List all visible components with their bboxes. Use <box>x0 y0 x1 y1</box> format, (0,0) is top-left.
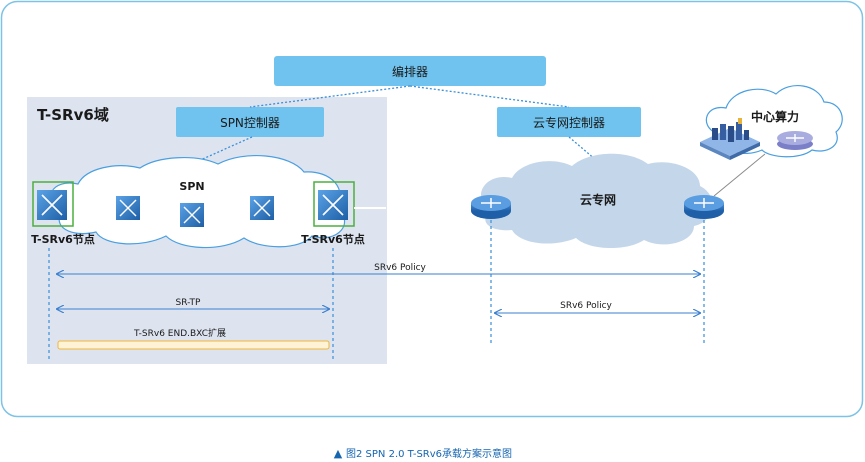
compute-router-icon <box>777 131 813 150</box>
bxc-extension-bar <box>57 340 330 350</box>
srv6-policy-short-label: SRv6 Policy <box>560 301 612 311</box>
spn-switch-icon <box>116 196 140 220</box>
cloud-controller-label: 云专网控制器 <box>533 115 605 130</box>
cloud-left-router-icon[interactable] <box>471 195 511 219</box>
compute-center-label: 中心算力 <box>751 109 799 124</box>
sr-tp-label: SR-TP <box>176 298 202 308</box>
right-node-highlight <box>313 181 355 227</box>
node-drop-lines <box>48 220 705 362</box>
control-links <box>177 85 597 171</box>
spn-controller-box[interactable] <box>176 107 324 137</box>
figure-caption: 图2 SPN 2.0 T-SRv6承载方案示意图 <box>346 447 512 460</box>
left-t-srv6-node-icon[interactable] <box>37 190 67 220</box>
spn-switch-icon <box>180 203 204 227</box>
cloud-controller-box[interactable] <box>497 107 641 137</box>
orchestrator-label: 编排器 <box>392 64 428 79</box>
domain-label: T-SRv6域 <box>37 106 109 124</box>
private-cloud-label: 云专网 <box>580 192 616 207</box>
orchestrator-box[interactable] <box>274 56 546 86</box>
bxc-extension-label: T-SRv6 END.BXC扩展 <box>133 327 226 339</box>
right-t-srv6-node-icon[interactable] <box>318 190 348 220</box>
srv6-policy-long-label: SRv6 Policy <box>374 263 426 273</box>
right-node-label: T-SRv6节点 <box>301 232 365 246</box>
server-cluster-icon <box>700 118 760 160</box>
left-node-highlight <box>32 181 74 227</box>
cloud-right-router-icon[interactable] <box>684 195 724 219</box>
left-node-label: T-SRv6节点 <box>31 232 95 246</box>
compute-link <box>713 153 766 197</box>
caption-marker: ▲ <box>334 447 343 460</box>
spn-switch-icon <box>250 196 274 220</box>
private-cloud-shape <box>481 153 713 249</box>
spn-controller-label: SPN控制器 <box>220 116 280 130</box>
spn-cloud-label: SPN <box>179 180 204 193</box>
